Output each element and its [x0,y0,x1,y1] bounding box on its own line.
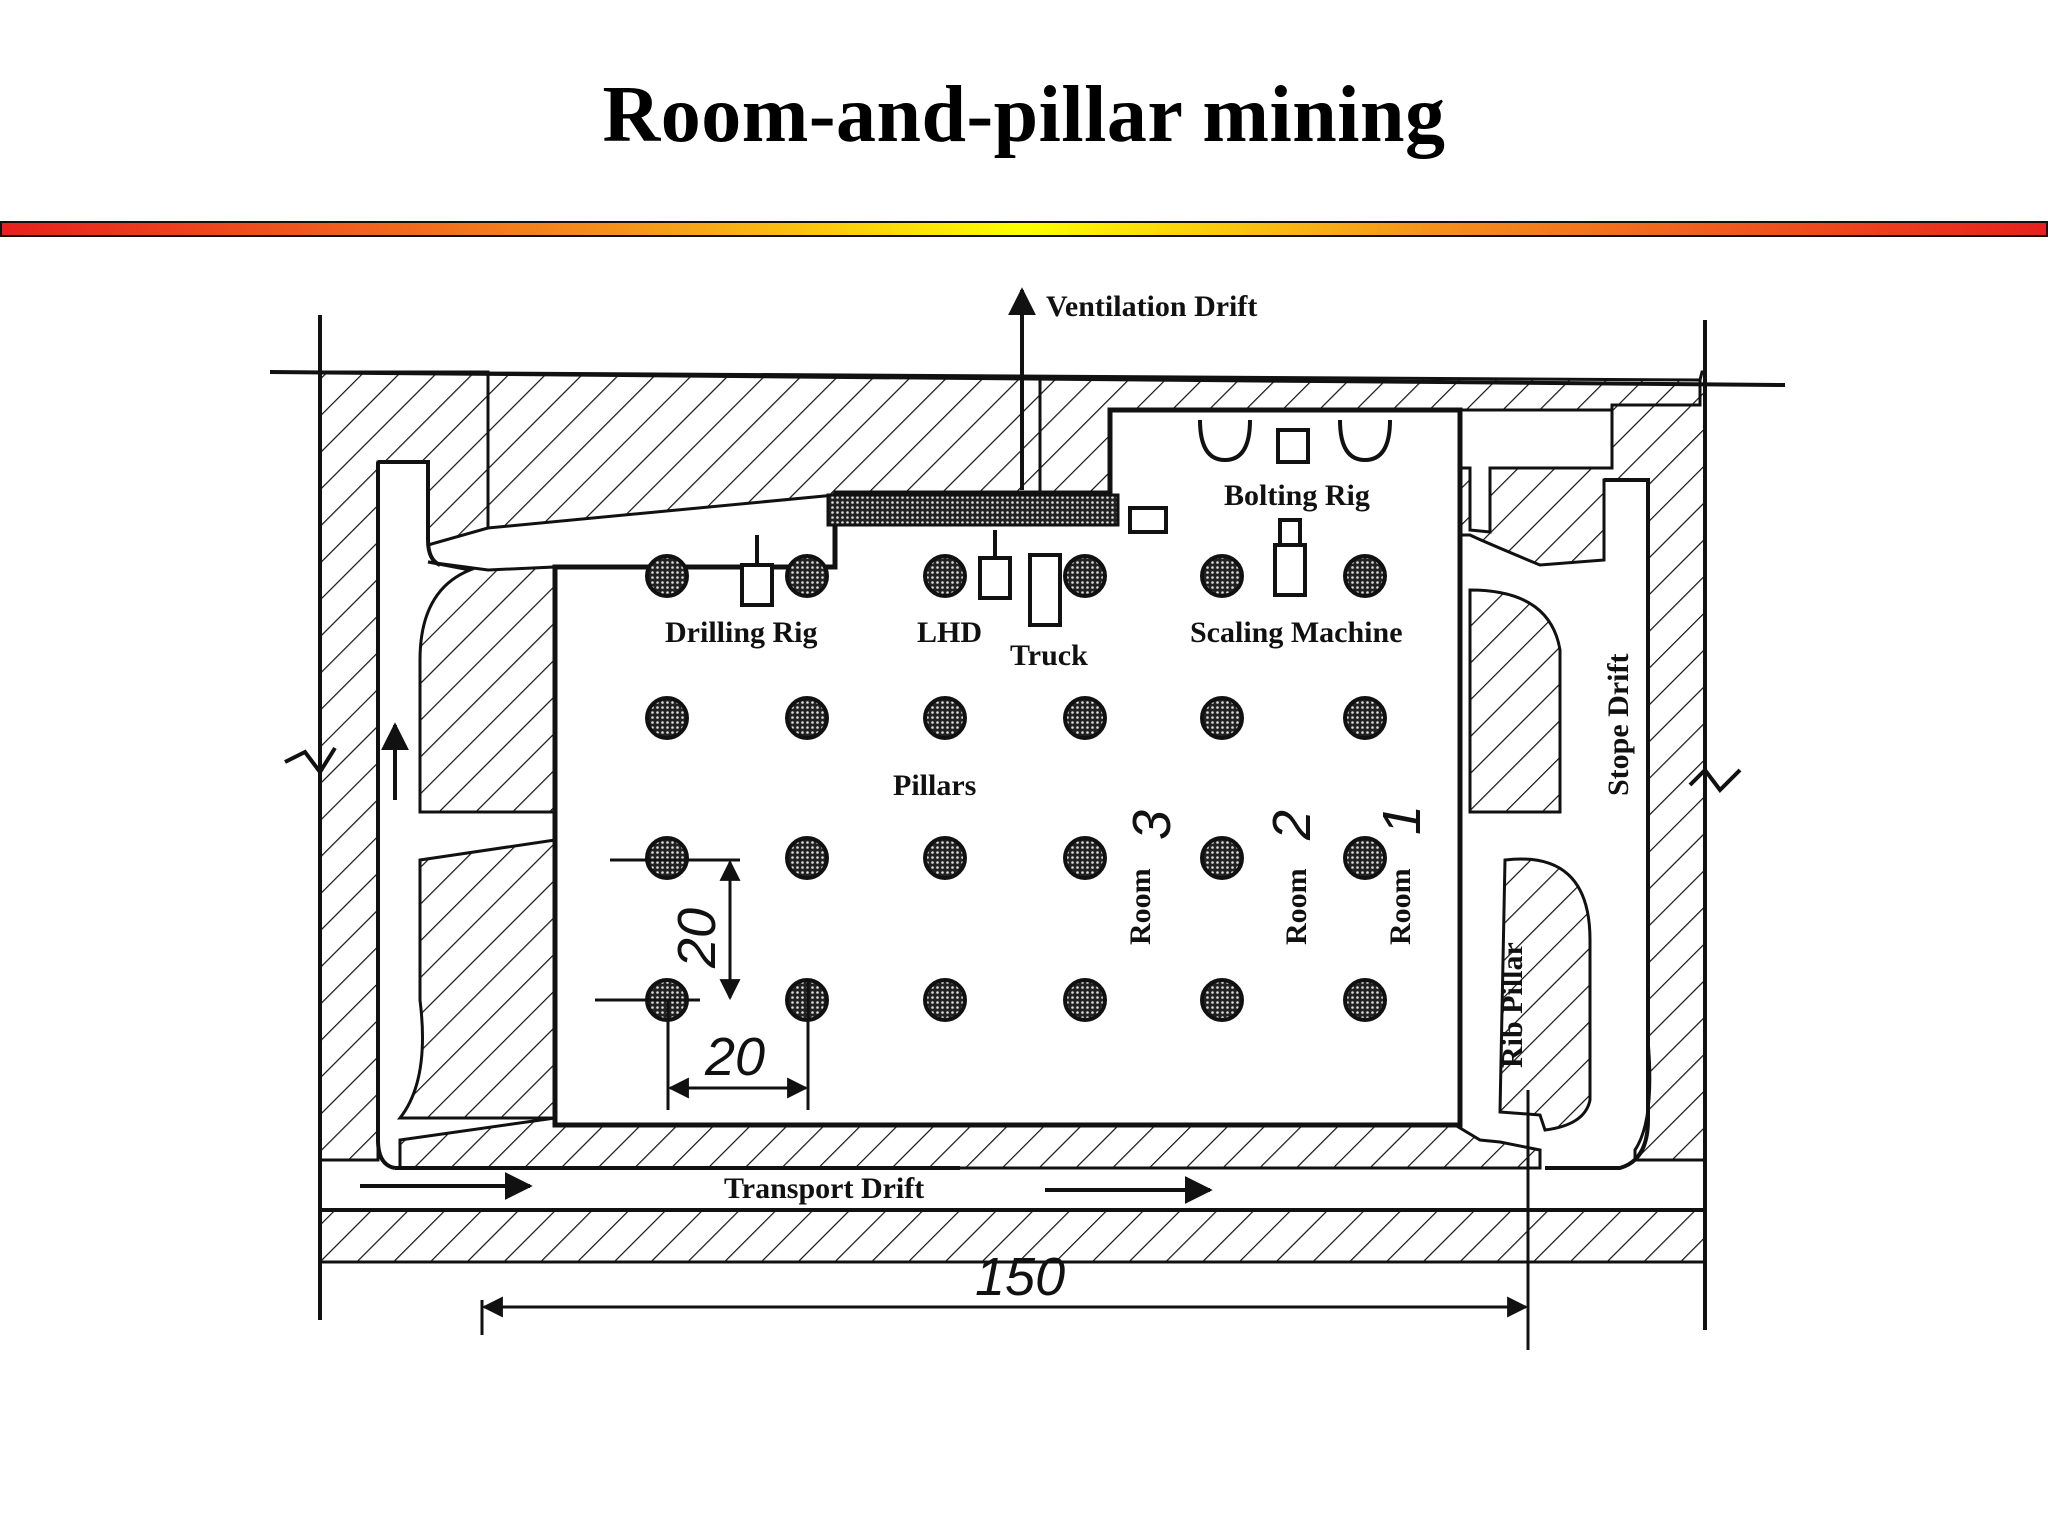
pillar [785,554,829,598]
pillar [785,836,829,880]
stope-width-label: 150 [975,1247,1065,1307]
truck-icon [1028,553,1062,627]
pillar [1343,836,1387,880]
transport-drift-label: Transport Drift [724,1172,924,1205]
pillar [1200,836,1244,880]
upper-right-rock [1458,370,1707,1162]
pillar [1063,836,1107,880]
ventilation-drift-label: Ventilation Drift [1046,290,1257,323]
small-equipment [1128,506,1168,534]
drilling-rig-icon [740,535,774,607]
pillar [1343,978,1387,1022]
rib-pillar-label: Rib Pillar [1496,942,1529,1068]
pillar [785,696,829,740]
pillar [1063,696,1107,740]
room-1-label: Room [1384,868,1417,945]
pillar [1343,554,1387,598]
room-2-label: Room [1280,868,1313,945]
pillar [1200,978,1244,1022]
bolting-rig-label: Bolting Rig [1224,479,1370,512]
left-rib-lower [396,838,557,1120]
bolting-rig-icon [1198,419,1392,464]
scaling-machine-icon [1273,518,1307,597]
top-surface-line [269,370,1786,387]
top-conveyor [826,493,1120,527]
left-break-mark [284,746,337,776]
pillar [1200,696,1244,740]
pillar [923,696,967,740]
lhd-label: LHD [917,616,982,649]
stope-drift-label: Stope Drift [1602,654,1635,796]
right-stope-drift [1545,478,1650,1170]
pillar [645,554,689,598]
lhd-icon [978,530,1012,600]
pillar [1200,554,1244,598]
flow-arrows [360,722,1213,1204]
room-1-number: 1 [1372,805,1432,835]
pillar [1063,554,1107,598]
room-3-number: 3 [1122,810,1182,840]
pillar-spacing-horizontal-label: 20 [704,1027,765,1087]
right-break-mark [1688,766,1742,794]
dimensions [480,858,1530,1350]
scaling-machine-label: Scaling Machine [1190,616,1403,649]
drilling-rig-label: Drilling Rig [665,616,818,649]
pillar [1343,696,1387,740]
left-stope-drift [376,460,441,1170]
pillar-spacing-vertical-label: 20 [667,908,727,969]
room-2-number: 2 [1262,810,1322,841]
room-3-label: Room [1124,868,1157,945]
pillar [923,978,967,1022]
drift-outlines [269,315,1786,1330]
equipment [740,419,1392,627]
pillar [923,554,967,598]
page-title: Room-and-pillar mining [602,71,1446,159]
pillars-label: Pillars [893,769,976,802]
left-rib-upper [418,560,557,814]
truck-label: Truck [1010,639,1088,672]
right-rib-lower [1498,857,1592,1132]
pillar [923,836,967,880]
rock-mass [318,370,1707,1264]
pillar [1063,978,1107,1022]
pillar-grid [645,554,1387,1022]
pillar [645,836,689,880]
title-divider [0,221,2048,237]
pillar [645,696,689,740]
right-rib-upper [1468,588,1562,814]
